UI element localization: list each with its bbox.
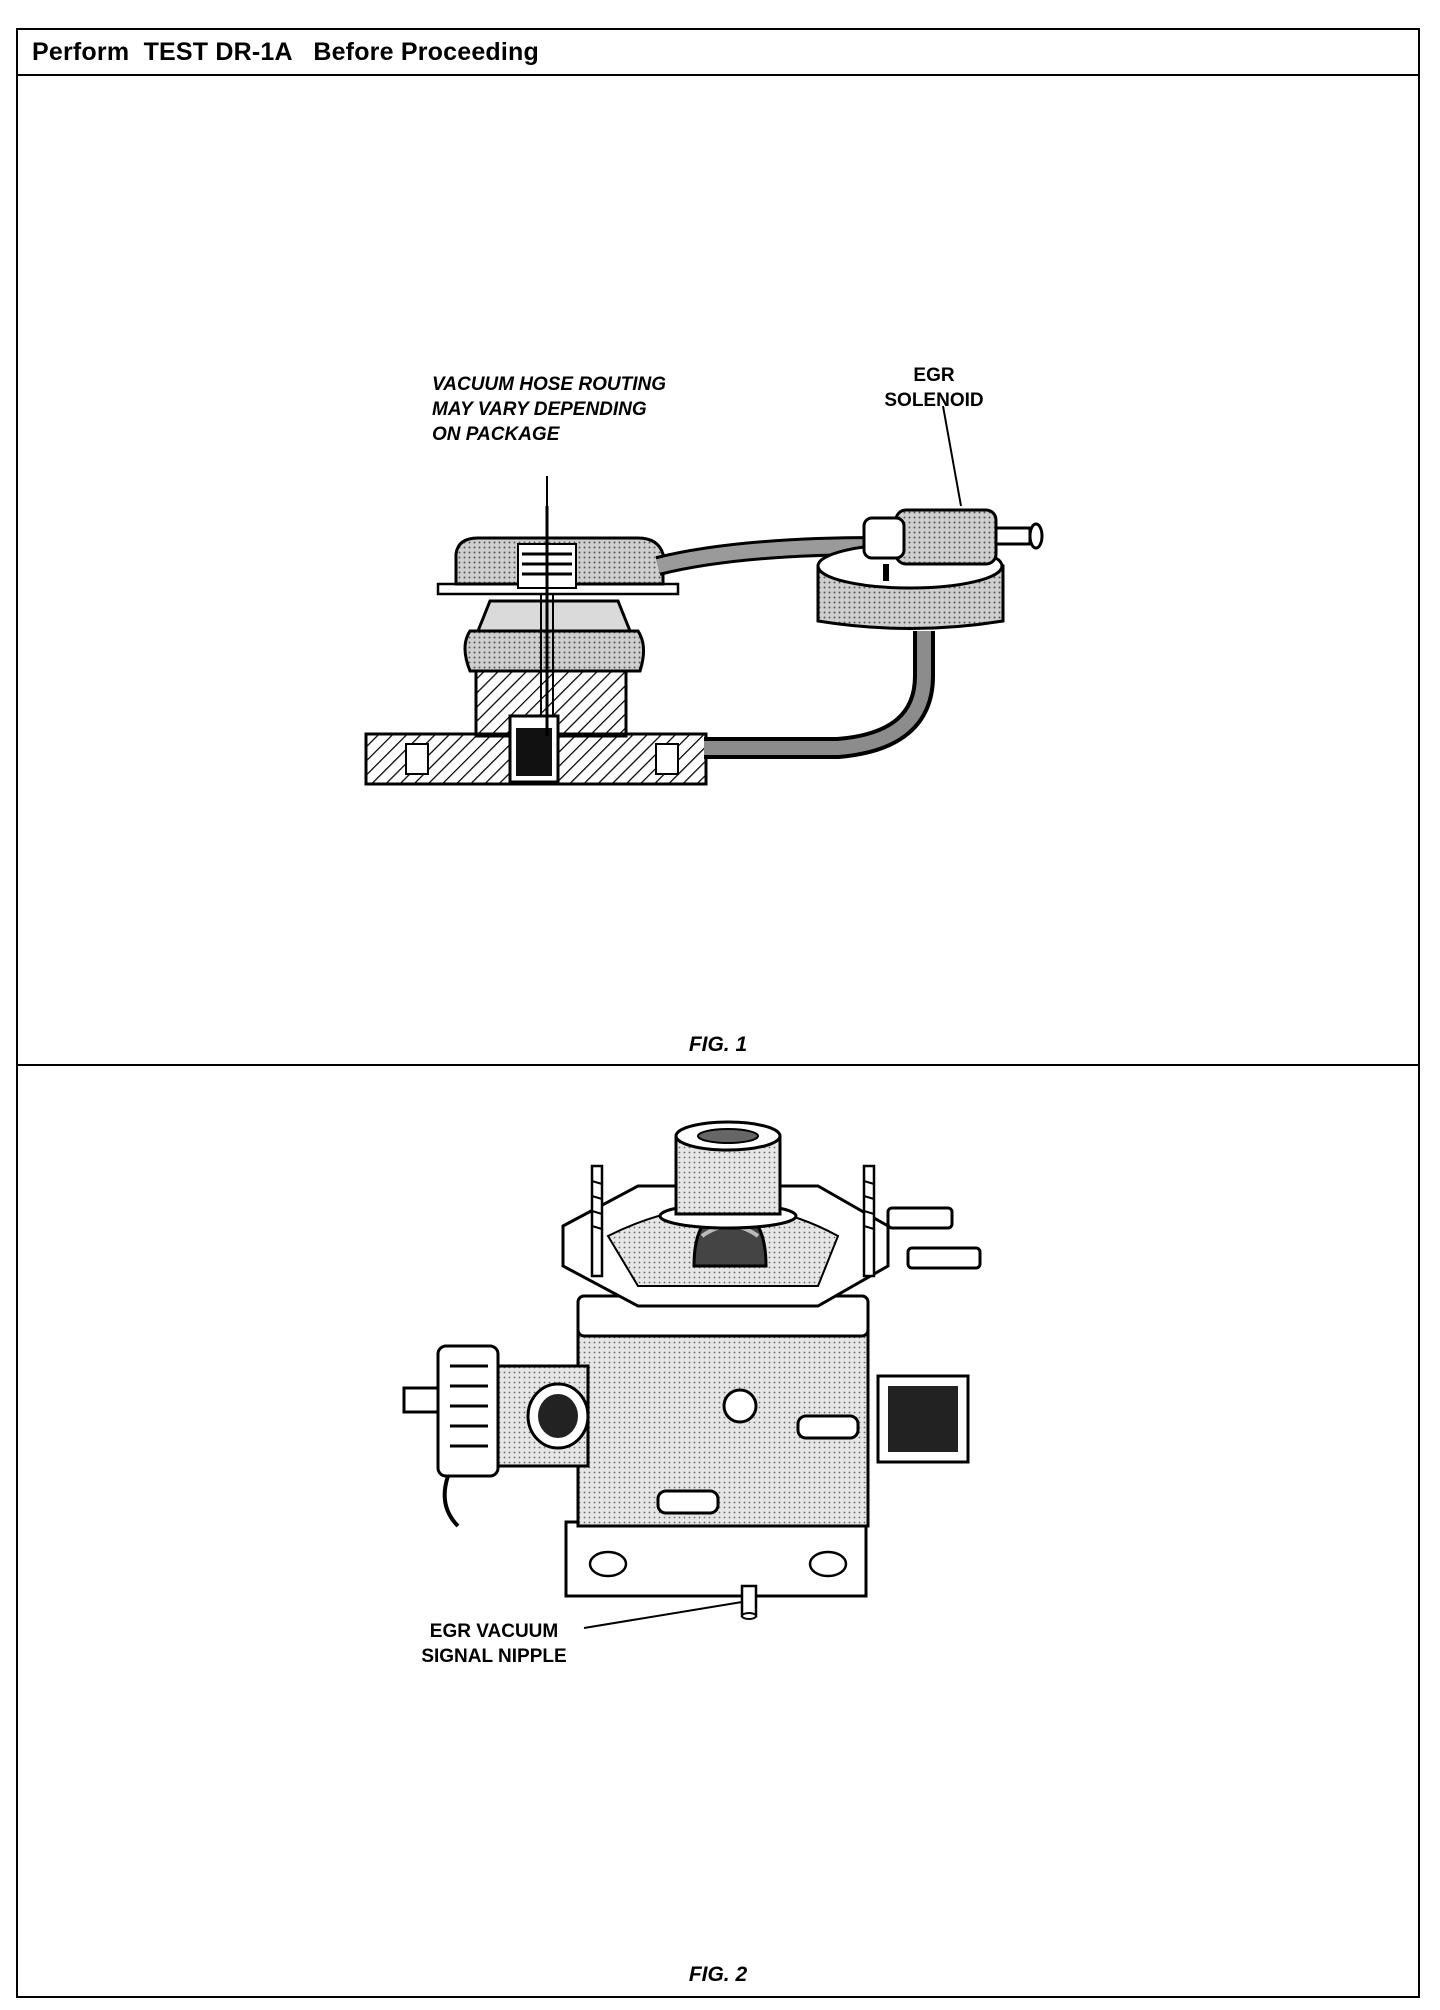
hose-routing-note: VACUUM HOSE ROUTING MAY VARY DEPENDING O… xyxy=(432,372,666,447)
egr-solenoid xyxy=(862,508,1044,581)
injector-cap xyxy=(658,1120,798,1230)
page-frame: Perform TEST DR-1A Before Proceeding xyxy=(16,28,1420,1998)
egr-diaphragm-housing xyxy=(436,476,680,736)
throttle-body-illustration xyxy=(402,1120,982,1629)
egr-valve-solenoid-illustration xyxy=(364,405,1044,786)
fuel-line-fittings xyxy=(886,1206,982,1270)
hose-routing-note-line: MAY VARY DEPENDING xyxy=(432,399,647,420)
egr-valve-body xyxy=(463,599,645,673)
egr-vacuum-signal-nipple xyxy=(740,1584,758,1620)
egr-solenoid-label-line: SOLENOID xyxy=(884,390,984,411)
nipple-leader-line xyxy=(583,1601,743,1629)
throttle-position-sensor xyxy=(402,1344,500,1528)
header-test-id: TEST DR-1A xyxy=(143,38,292,66)
figure-1-panel: VACUUM HOSE ROUTING MAY VARY DEPENDING O… xyxy=(18,76,1418,1066)
figure-2-panel: EGR VACUUM SIGNAL NIPPLE FIG. 2 xyxy=(18,1066,1418,1996)
header-prefix: Perform xyxy=(32,38,130,66)
egr-solenoid-label: EGR SOLENOID xyxy=(864,363,1004,413)
header-title: Perform TEST DR-1A Before Proceeding xyxy=(32,38,539,67)
mounting-studs xyxy=(590,1164,876,1278)
hose-routing-note-line: ON PACKAGE xyxy=(432,424,560,445)
egr-solenoid-label-line: EGR xyxy=(913,365,955,386)
egr-valve-base xyxy=(364,664,708,786)
header-suffix: Before Proceeding xyxy=(313,38,539,66)
figure-1-caption: FIG. 1 xyxy=(688,1033,748,1056)
egr-nipple-label: EGR VACUUM SIGNAL NIPPLE xyxy=(394,1619,594,1669)
hose-routing-note-line: VACUUM HOSE ROUTING xyxy=(432,374,666,395)
egr-nipple-label-line: EGR VACUUM xyxy=(429,1621,559,1642)
throttle-lever xyxy=(496,1364,590,1468)
egr-nipple-label-line: SIGNAL NIPPLE xyxy=(421,1646,567,1667)
test-header: Perform TEST DR-1A Before Proceeding xyxy=(18,30,1418,76)
figure-2-caption: FIG. 2 xyxy=(688,1963,748,1986)
solenoid-leader-line xyxy=(942,405,962,507)
